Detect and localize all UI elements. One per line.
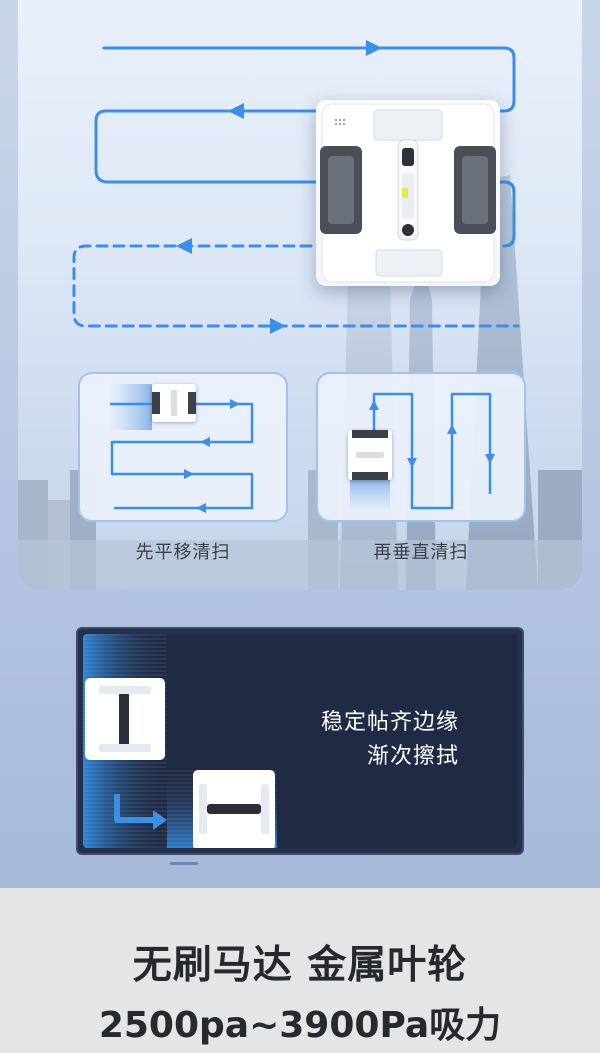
edge-cleaning-text-line1: 稳定帖齐边缘 [320, 710, 459, 735]
edge-cleaning-text-line2: 渐次擦拭 [366, 744, 459, 769]
footer-banner [0, 888, 600, 1053]
edge-cleaning-diagram [83, 634, 277, 848]
panel-indicator [170, 862, 198, 865]
mini-robot-image [348, 430, 392, 480]
motor-feature-heading: 无刷马达 金属叶轮 [132, 943, 468, 988]
mini-robot-image [152, 384, 196, 422]
hero-illustration: 先平移清扫 [18, 0, 582, 590]
edge-cleaning-panel: 稳定帖齐边缘 渐次擦拭 [76, 627, 524, 855]
vertical-cleaning-card [316, 372, 526, 522]
vertical-cleaning-label: 再垂直清扫 [373, 542, 469, 563]
horizontal-cleaning-label: 先平移清扫 [135, 542, 231, 563]
suction-power-heading: 2500pa~3900Pa吸力 [98, 1005, 502, 1046]
window-cleaning-robot-image [316, 100, 500, 286]
cleaning-path-diagram [72, 40, 520, 334]
horizontal-cleaning-card [78, 372, 288, 522]
